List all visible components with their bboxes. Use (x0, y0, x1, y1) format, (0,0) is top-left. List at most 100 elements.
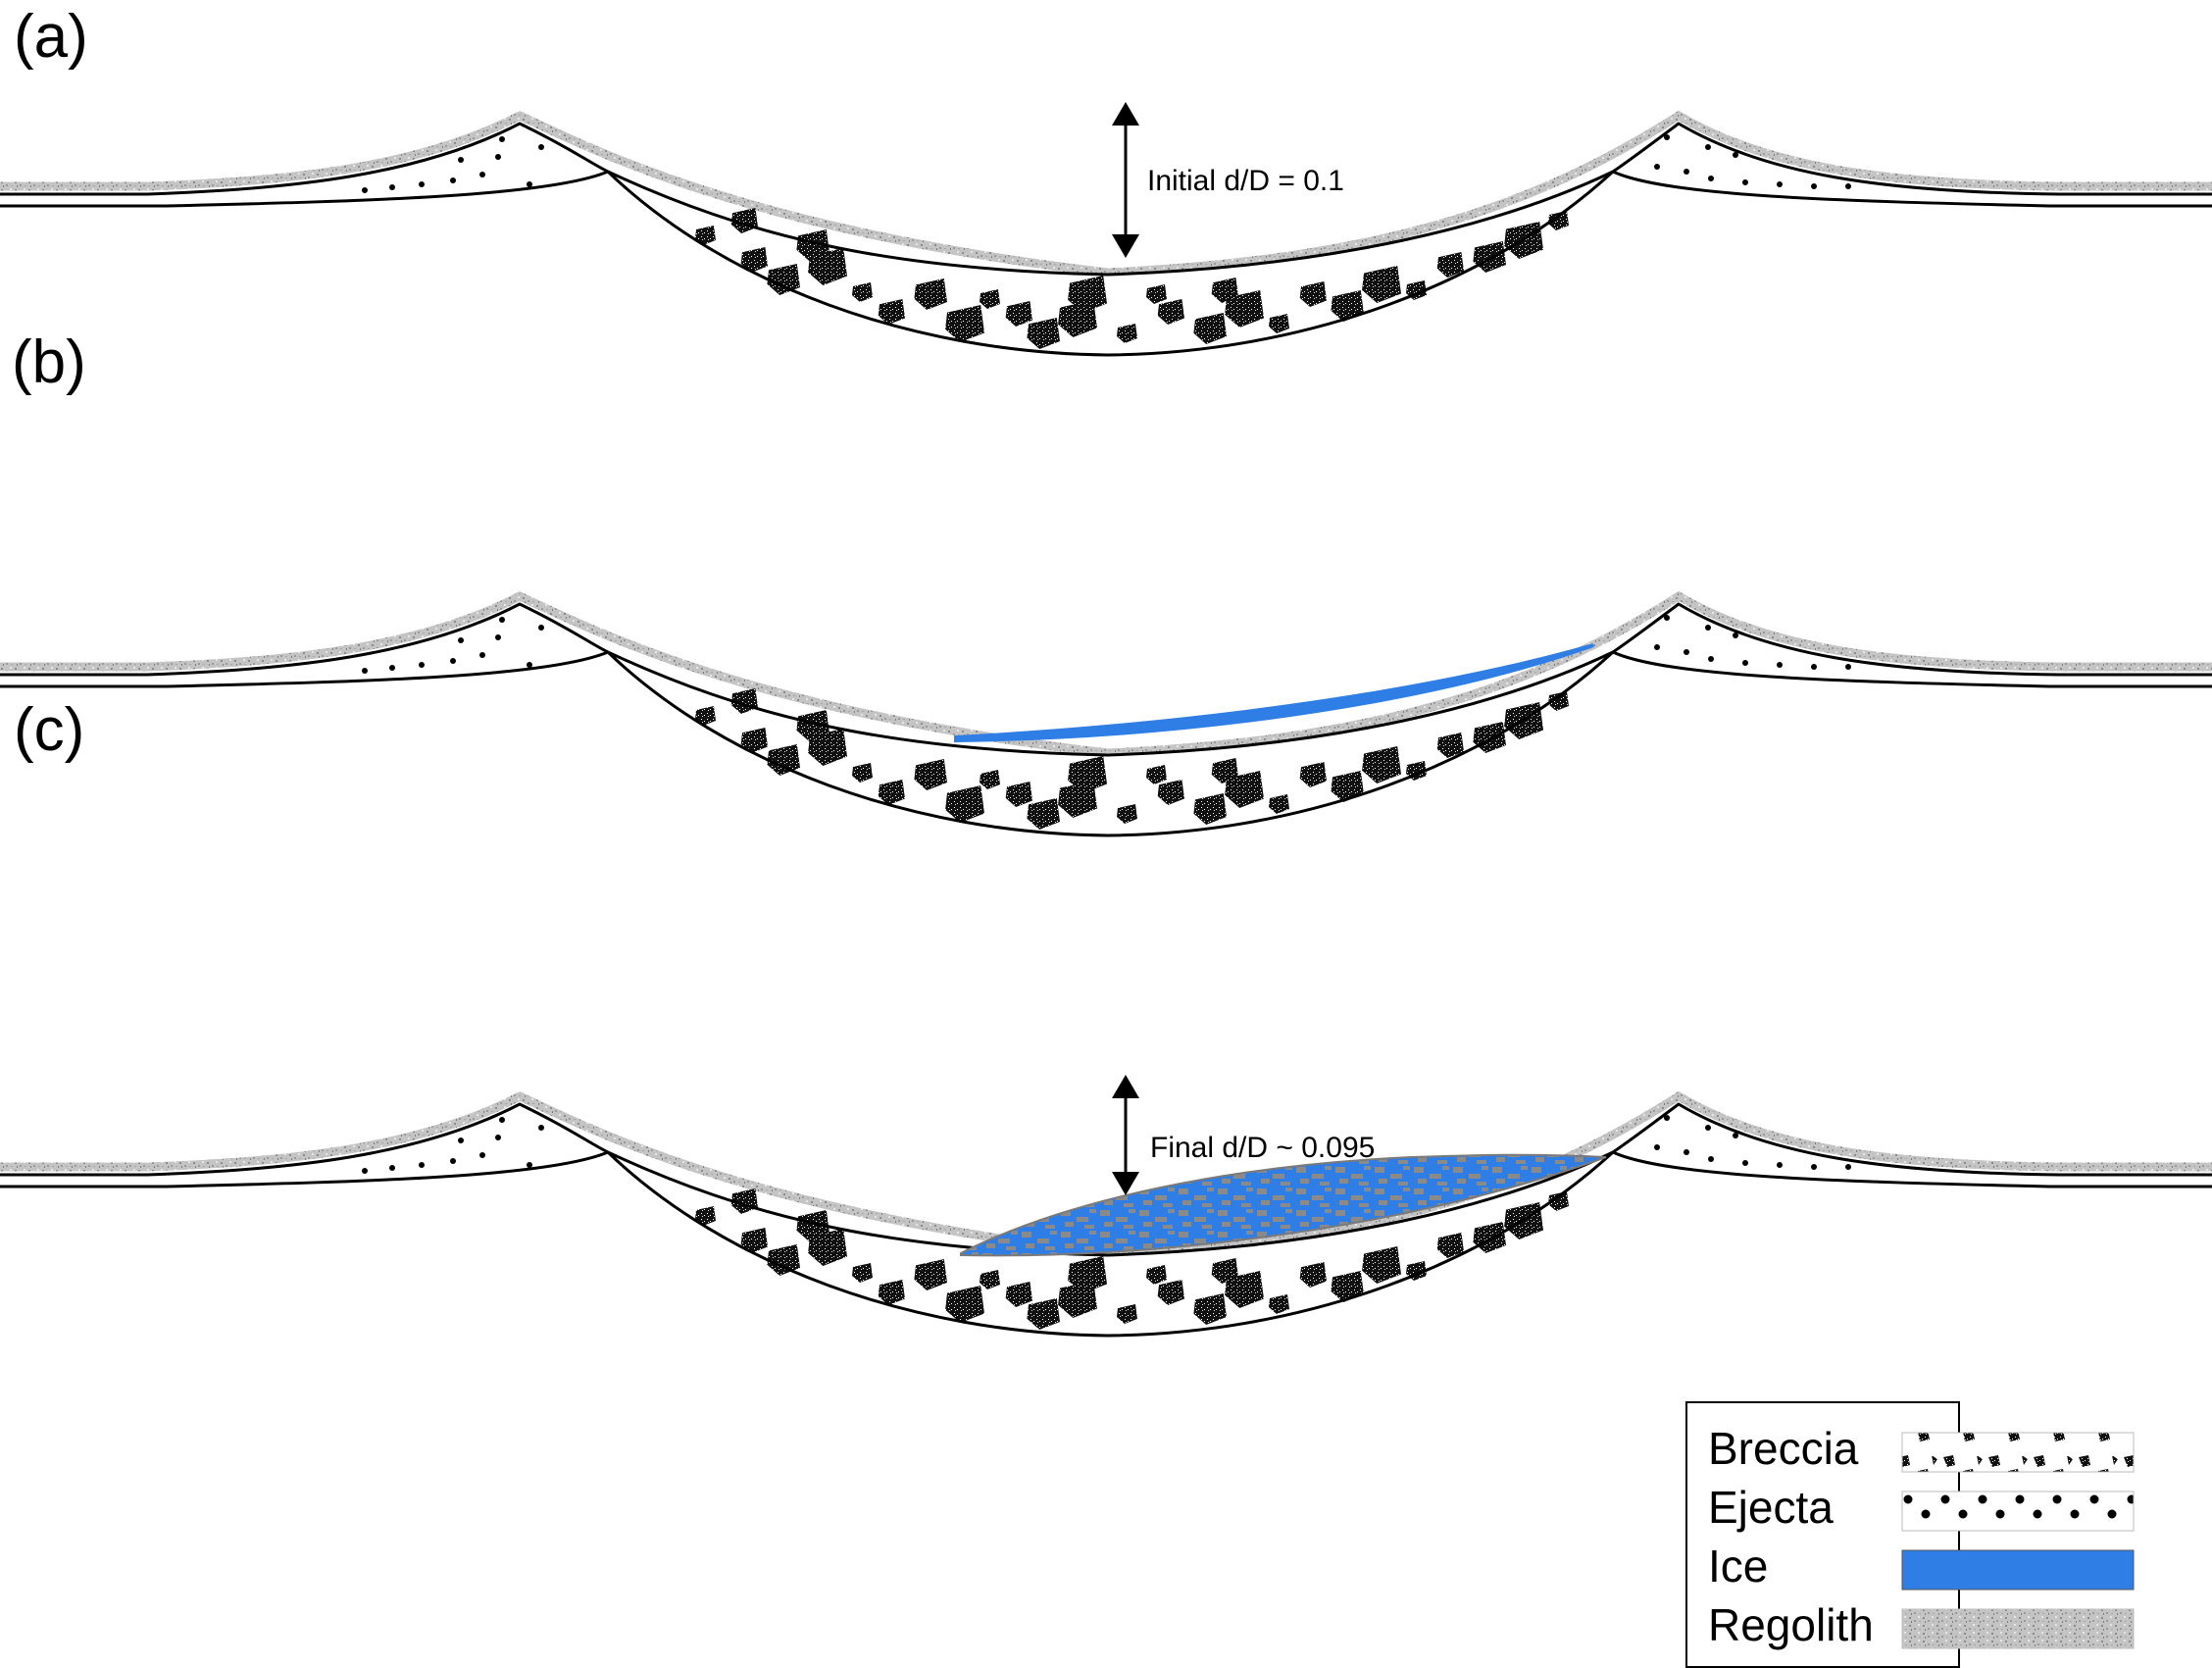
ejecta-dot (499, 617, 505, 623)
breccia-fragment (1362, 1246, 1401, 1284)
breccia-fragment (852, 763, 873, 783)
ejecta-dot (458, 157, 464, 163)
ejecta-dot (389, 665, 395, 671)
breccia-fragment (767, 264, 800, 295)
rim-right (1612, 602, 2212, 677)
breccia-fragment (1225, 1271, 1264, 1308)
breccia-fragment (1193, 793, 1227, 825)
breccia-fragment (1146, 284, 1167, 304)
breccia-fragment (878, 1280, 905, 1305)
ejecta-dot (419, 1162, 425, 1168)
ejecta-dot (527, 662, 532, 668)
panel-label-b: (b) (12, 329, 86, 396)
breccia-fragment (980, 1270, 1000, 1289)
breccia-fragment (767, 1244, 800, 1276)
panel-c (0, 1090, 2212, 1338)
rim-left (0, 1102, 609, 1177)
ejecta-dot (538, 1125, 544, 1131)
legend-label-breccia: Breccia (1708, 1423, 1859, 1474)
ejecta-dot (1684, 169, 1689, 175)
breccia-fragment (1146, 1265, 1167, 1285)
breccia-fragment (1117, 324, 1137, 343)
ejecta-dot (1654, 164, 1660, 170)
final-depth-label: Final d/D ~ 0.095 (1150, 1132, 1375, 1164)
legend-swatch-ice (1901, 1549, 2135, 1591)
ejecta-dot (1742, 1160, 1748, 1166)
breccia-fragment (1027, 1298, 1060, 1330)
breccia-fragment (1005, 782, 1032, 807)
ejecta-base-left (0, 650, 609, 688)
legend: Breccia Ejecta Ice Regolith (1685, 1401, 2135, 1668)
ejecta-dot (419, 181, 425, 187)
panel-label-a: (a) (14, 3, 88, 71)
ejecta-dot (389, 184, 395, 190)
regolith-layer (0, 1090, 2212, 1258)
ejecta-base-right (1612, 170, 2212, 208)
ejecta-dot (1845, 1164, 1851, 1170)
legend-swatch-breccia (1901, 1432, 2135, 1473)
ejecta-dot (1811, 664, 1817, 670)
legend-swatch-ejecta (1901, 1491, 2135, 1532)
ejecta-dot (1684, 649, 1689, 655)
ejecta-dot (458, 1137, 464, 1143)
ejecta-dot (495, 154, 501, 160)
breccia-fragment (1193, 313, 1227, 344)
ejecta-dot (362, 1168, 368, 1174)
rim-right (1612, 1102, 2212, 1177)
breccia-fragment (980, 770, 1000, 789)
breccia-fragment (945, 785, 984, 823)
breccia-fragment (945, 1286, 984, 1323)
ejecta-dot (499, 1117, 505, 1123)
ejecta-dot (1777, 181, 1783, 187)
breccia-fragment (852, 282, 873, 302)
ejecta-base-left (0, 1150, 609, 1188)
breccia-fragment (740, 1228, 768, 1253)
panel-b (0, 590, 2212, 837)
breccia-fragment (1157, 299, 1184, 325)
ejecta-dot (1733, 632, 1738, 638)
ejecta-dot (1664, 615, 1670, 621)
breccia-fragment (1548, 1191, 1569, 1211)
breccia-fragment (1027, 318, 1060, 349)
breccia-fragment (1157, 1280, 1184, 1305)
breccia-fragment (1157, 780, 1184, 805)
initial-depth-label: Initial d/D = 0.1 (1147, 165, 1344, 197)
ejecta-dot (362, 187, 368, 193)
breccia-fragment (1211, 1258, 1238, 1284)
ejecta-dot (1733, 152, 1738, 158)
ejecta-dot (495, 1135, 501, 1140)
breccia-fragment (1005, 1282, 1032, 1307)
legend-label-ejecta: Ejecta (1708, 1482, 1834, 1533)
rim-left (0, 122, 609, 196)
breccia-fragment (695, 226, 716, 245)
ejecta-dot (1742, 179, 1748, 185)
breccia-fragment (1211, 278, 1238, 303)
ejecta-dot (419, 662, 425, 668)
regolith-layer (0, 110, 2212, 278)
breccia-fragment (695, 1206, 716, 1226)
ejecta-dot (479, 172, 485, 177)
ejecta-dot (450, 1158, 456, 1164)
breccia-fragment (1068, 276, 1107, 313)
breccia-fragment (914, 759, 947, 790)
breccia-fragment (1211, 758, 1238, 783)
breccia-fragment (878, 780, 905, 805)
ice-deposit (954, 643, 1594, 743)
breccia-fragment (1269, 794, 1289, 814)
ejecta-dot (1708, 176, 1714, 181)
panel-a (0, 110, 2212, 357)
breccia-fragment (1027, 798, 1060, 830)
breccia-fragment (796, 1210, 830, 1241)
breccia-fragment (796, 229, 830, 261)
ejecta-dot (1845, 664, 1851, 670)
breccia-fragment (1269, 314, 1289, 333)
panel-label-c: (c) (14, 696, 84, 764)
ejecta-dot (1733, 1133, 1738, 1138)
ejecta-dot (1654, 644, 1660, 650)
ejecta-dot (527, 1162, 532, 1168)
breccia-fragment (695, 706, 716, 726)
ejecta-dot (1705, 144, 1711, 150)
breccia-fragment (980, 289, 1000, 309)
breccia-fragment (1331, 771, 1364, 802)
